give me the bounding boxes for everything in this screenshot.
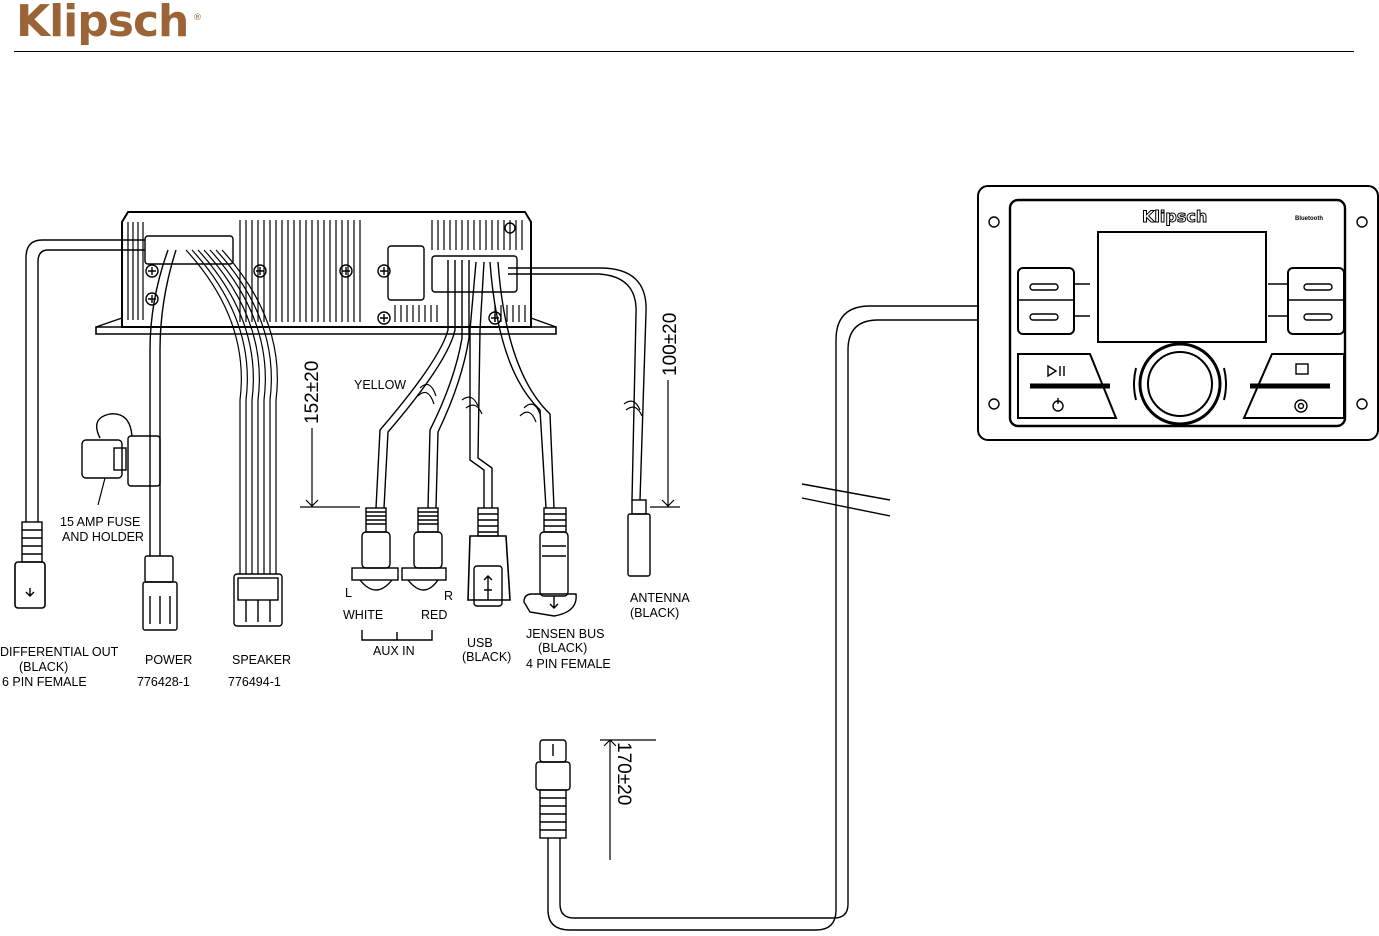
label-fuse-holder: AND HOLDER [62,530,144,544]
label-diff-out-pin: 6 PIN FEMALE [2,675,87,689]
dimension-170: 170±20 [613,742,634,805]
label-usb: USB [467,636,493,650]
dimension-100: 100±20 [660,313,681,376]
label-usb-color: (BLACK) [462,650,511,664]
head-unit-body [96,212,556,334]
label-diff-out-color: (BLACK) [19,660,68,674]
label-left: L [345,586,352,600]
remote-brand: Klipsch [1142,207,1207,226]
label-antenna: ANTENNA [630,591,690,605]
label-speaker: SPEAKER [232,653,291,667]
label-antenna-color: (BLACK) [630,606,679,620]
label-red: RED [421,608,447,622]
label-yellow: YELLOW [354,378,406,392]
label-speaker-part: 776494-1 [228,675,281,689]
label-jensen-bus: JENSEN BUS [526,627,605,641]
label-right: R [444,589,453,603]
remote-bluetooth-label: Bluetooth [1295,216,1323,222]
label-white: WHITE [343,608,383,622]
label-fuse: 15 AMP FUSE [60,515,140,529]
label-jensen-pin: 4 PIN FEMALE [526,657,611,671]
label-diff-out: DIFFERENTIAL OUT [0,645,119,659]
dimension-152: 152±20 [302,361,323,424]
label-power-part: 776428-1 [137,675,190,689]
label-power: POWER [145,653,192,667]
label-aux-in: AUX IN [373,644,415,658]
label-jensen-color: (BLACK) [538,641,587,655]
